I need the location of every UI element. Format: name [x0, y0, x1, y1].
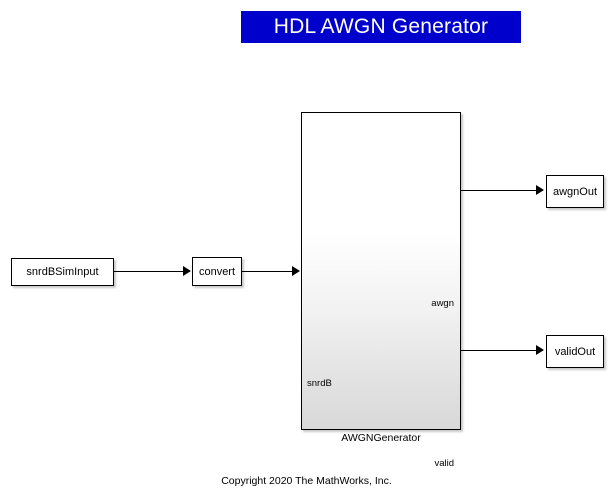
block-awgngenerator-caption: AWGNGenerator — [341, 432, 421, 444]
block-awgnout[interactable]: awgnOut — [546, 175, 604, 208]
block-awgnout-label: awgnOut — [552, 185, 598, 198]
arrow-head-validout-input — [536, 345, 544, 355]
block-validout-label: validOut — [554, 345, 596, 358]
port-label-valid: valid — [434, 458, 454, 469]
port-label-snrdb: snrdB — [307, 378, 332, 389]
model-title-banner: HDL AWGN Generator — [241, 11, 521, 43]
block-snrdbsiminput-label: snrdBSimInput — [26, 266, 99, 278]
signal-line-convert-to-subsystem — [242, 271, 293, 273]
signal-line-source-to-convert — [114, 271, 184, 273]
signal-line-awgn-to-awgnout — [461, 190, 537, 192]
arrow-head-convert-input — [183, 266, 191, 276]
block-convert-label: convert — [198, 265, 236, 278]
model-title-text: HDL AWGN Generator — [273, 15, 489, 38]
block-convert[interactable]: convert — [192, 257, 242, 286]
port-label-awgn: awgn — [431, 298, 454, 309]
block-validout[interactable]: validOut — [546, 335, 604, 368]
block-awgngenerator[interactable]: snrdB awgn valid — [301, 112, 461, 469]
signal-line-valid-to-validout — [461, 350, 537, 352]
arrow-head-subsystem-input — [292, 266, 300, 276]
copyright-footer: Copyright 2020 The MathWorks, Inc. — [221, 475, 392, 487]
block-snrdbsiminput[interactable]: snrdBSimInput — [11, 258, 114, 286]
arrow-head-awgnout-input — [536, 185, 544, 195]
